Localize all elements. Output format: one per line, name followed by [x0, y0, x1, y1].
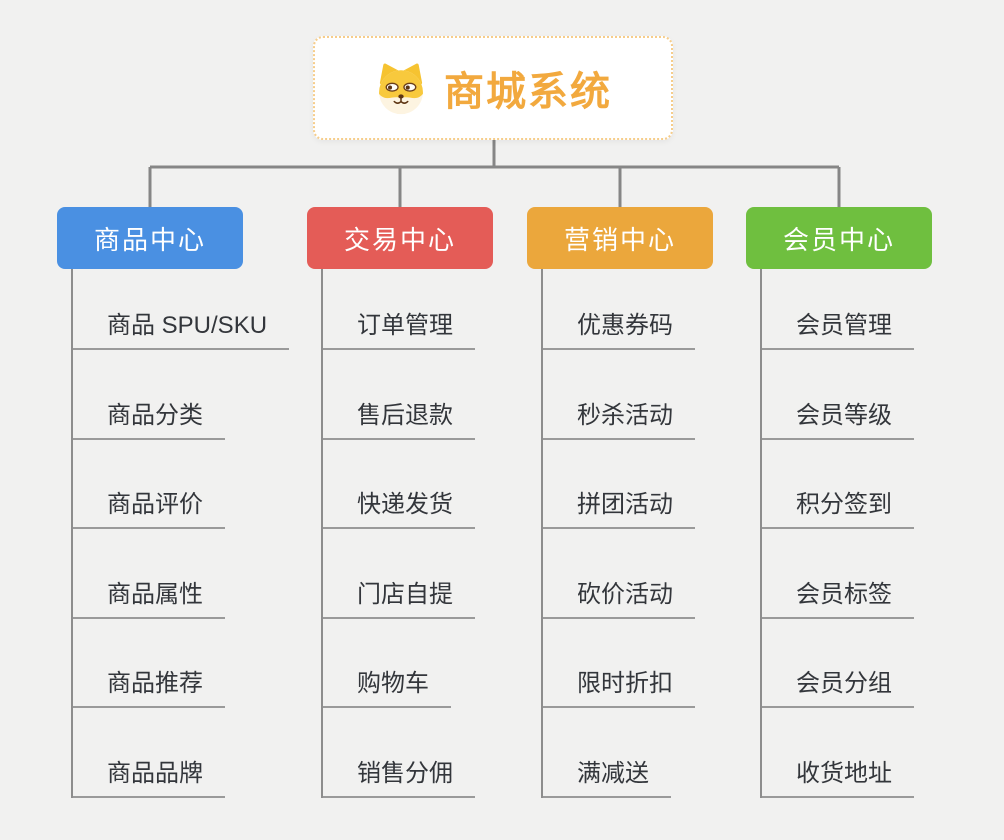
child-node[interactable]: 商品评价: [73, 440, 289, 529]
child-node[interactable]: 销售分佣: [323, 708, 475, 798]
branch-label: 商品中心: [93, 224, 206, 255]
child-label: 商品分类: [73, 395, 225, 440]
child-label: 砍价活动: [543, 574, 695, 619]
child-node[interactable]: 秒杀活动: [543, 350, 695, 440]
child-label: 限时折扣: [543, 663, 695, 708]
child-node[interactable]: 会员管理: [762, 269, 914, 350]
child-node[interactable]: 积分签到: [762, 440, 914, 529]
child-label: 会员管理: [762, 305, 914, 350]
root-node-title: 商城系统: [444, 70, 612, 114]
branch-label: 营销中心: [563, 224, 676, 255]
branch-label: 交易中心: [343, 224, 456, 255]
child-node[interactable]: 门店自提: [323, 529, 475, 619]
child-node[interactable]: 优惠券码: [543, 269, 695, 350]
child-node[interactable]: 收货地址: [762, 708, 914, 798]
child-node[interactable]: 拼团活动: [543, 440, 695, 529]
child-label: 拼团活动: [543, 484, 695, 529]
root-node[interactable]: 商城系统: [313, 36, 673, 140]
child-node[interactable]: 会员标签: [762, 529, 914, 619]
child-label: 商品 SPU/SKU: [73, 305, 290, 350]
child-node[interactable]: 会员等级: [762, 350, 914, 440]
child-node[interactable]: 限时折扣: [543, 619, 695, 708]
child-node[interactable]: 砍价活动: [543, 529, 695, 619]
child-label: 售后退款: [323, 395, 475, 440]
child-label: 销售分佣: [323, 753, 475, 798]
child-node[interactable]: 售后退款: [323, 350, 475, 440]
branch-items-marketing-center: 优惠券码 秒杀活动 拼团活动 砍价活动 限时折扣 满减送: [541, 269, 695, 798]
child-label: 收货地址: [762, 753, 914, 798]
branch-items-trade-center: 订单管理 售后退款 快递发货 门店自提 购物车 销售分佣: [321, 269, 475, 798]
branch-items-product-center: 商品 SPU/SKU 商品分类 商品评价 商品属性 商品推荐 商品品牌: [71, 269, 290, 798]
child-label: 积分签到: [762, 484, 914, 529]
child-label: 满减送: [543, 753, 671, 798]
child-node[interactable]: 商品属性: [73, 529, 289, 619]
child-node[interactable]: 商品品牌: [73, 708, 289, 798]
branch-items-member-center: 会员管理 会员等级 积分签到 会员标签 会员分组 收货地址: [760, 269, 914, 798]
child-label: 优惠券码: [543, 305, 695, 350]
child-node[interactable]: 购物车: [323, 619, 475, 708]
child-label: 会员等级: [762, 395, 914, 440]
child-label: 门店自提: [323, 574, 475, 619]
child-label: 会员标签: [762, 574, 914, 619]
child-node[interactable]: 快递发货: [323, 440, 475, 529]
child-node[interactable]: 商品 SPU/SKU: [73, 269, 290, 350]
child-node[interactable]: 商品推荐: [73, 619, 289, 708]
branch-node-member-center[interactable]: 会员中心: [746, 207, 932, 269]
child-label: 订单管理: [323, 305, 475, 350]
branch-node-trade-center[interactable]: 交易中心: [307, 207, 493, 269]
child-label: 商品品牌: [73, 753, 225, 798]
child-node[interactable]: 会员分组: [762, 619, 914, 708]
child-label: 商品评价: [73, 484, 225, 529]
child-node[interactable]: 满减送: [543, 708, 695, 798]
child-label: 会员分组: [762, 663, 914, 708]
child-label: 秒杀活动: [543, 395, 695, 440]
child-label: 快递发货: [323, 484, 475, 529]
branch-node-product-center[interactable]: 商品中心: [57, 207, 243, 269]
child-label: 购物车: [323, 663, 451, 708]
dog-face-icon: [379, 63, 423, 115]
child-label: 商品推荐: [73, 663, 225, 708]
child-node[interactable]: 订单管理: [323, 269, 475, 350]
child-label: 商品属性: [73, 574, 225, 619]
child-node[interactable]: 商品分类: [73, 350, 289, 440]
branch-node-marketing-center[interactable]: 营销中心: [527, 207, 713, 269]
branch-label: 会员中心: [782, 224, 895, 255]
